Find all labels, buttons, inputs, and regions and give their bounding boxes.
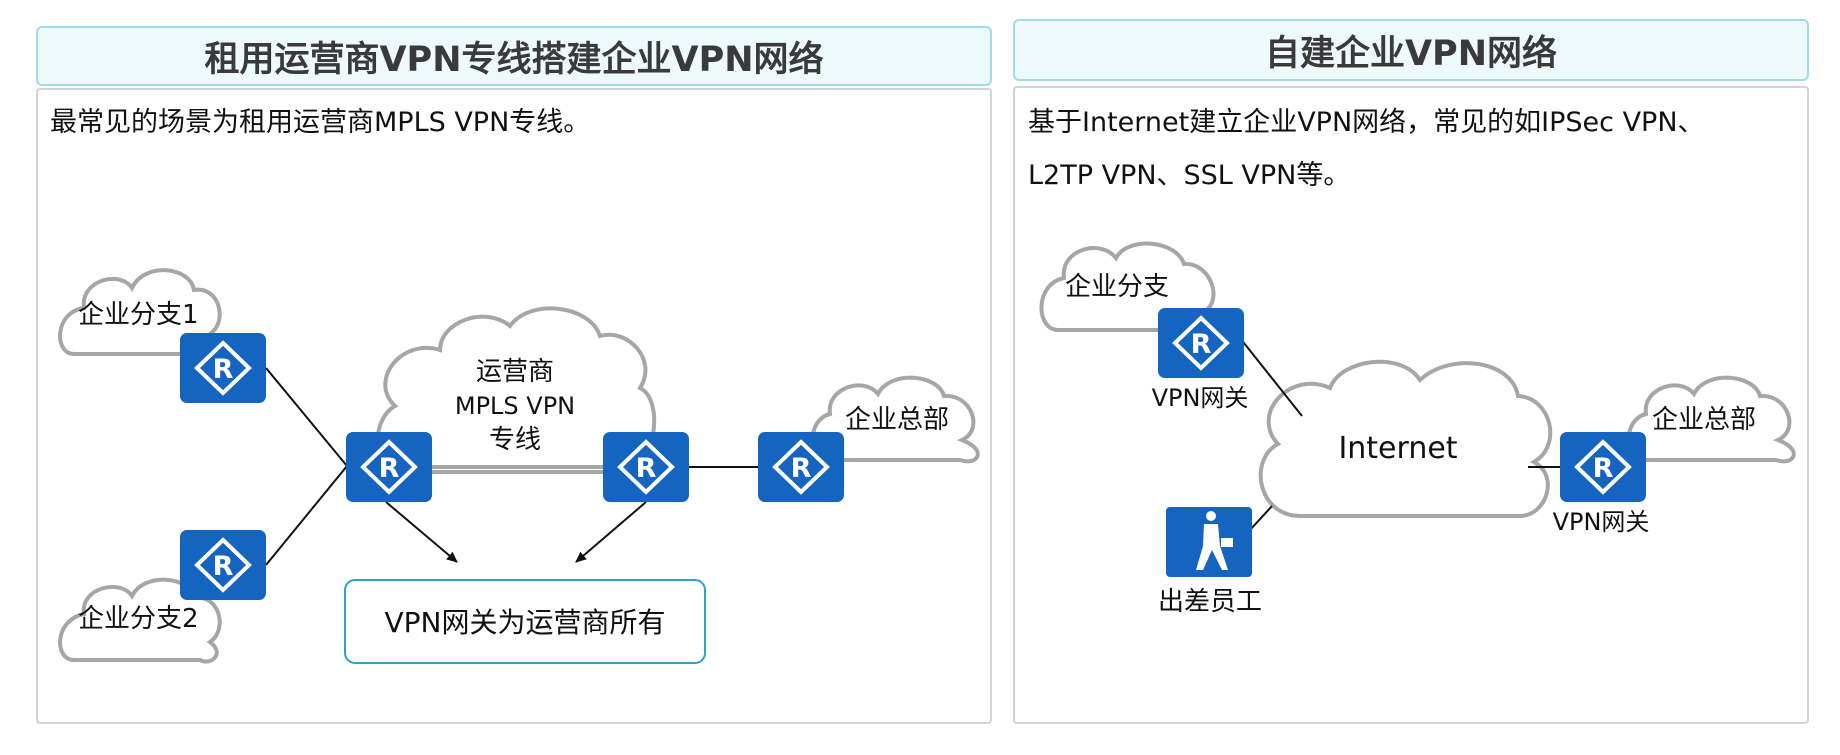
branch-label-right: 企业分支 [1065,272,1169,302]
branch2-label: 企业分支2 [78,604,199,634]
left-description: 最常见的场景为租用运营商MPLS VPN专线。 [50,107,591,138]
router-icon [601,430,691,504]
right-description-line2: L2TP VPN、SSL VPN等。 [1028,160,1351,191]
internet-label: Internet [1338,431,1457,466]
left-panel-header: 租用运营商VPN专线搭建企业VPN网络 [36,26,992,86]
arrow-left-pe [385,501,458,563]
link-branch-gw-internet [1239,337,1303,417]
branch2-cloud [58,577,222,664]
hq-cloud-right [1626,375,1796,464]
link-traveler-internet [1249,505,1273,531]
callout-text: VPN网关为运营商所有 [385,606,666,639]
traveler-label: 出差员工 [1158,587,1262,617]
router-icon [178,528,268,602]
branch1-label: 企业分支1 [78,300,199,330]
hq-label-left: 企业总部 [845,405,949,435]
link-branch2-pe [265,465,348,566]
right-panel-header: 自建企业VPN网络 [1013,19,1809,81]
gateway-label-left: VPN网关 [1152,384,1249,412]
callout-box [344,579,706,664]
internet-cloud [1258,359,1553,518]
link-branch1-pe [265,367,348,467]
carrier-label-line1: 运营商 [476,357,554,387]
carrier-label-line3: 专线 [489,425,541,455]
hq-label-right: 企业总部 [1652,405,1756,435]
left-panel-title: 租用运营商VPN专线搭建企业VPN网络 [204,39,824,80]
gateway-label-right: VPN网关 [1553,508,1650,536]
router-icon [1156,306,1246,380]
router-icon [178,331,268,405]
hq-cloud-left [810,375,980,464]
router-icon [344,430,434,504]
right-panel-title: 自建企业VPN网络 [1264,33,1558,74]
router-icon [756,430,846,504]
carrier-label-line2: MPLS VPN [455,392,575,420]
arrow-right-pe [575,501,647,563]
carrier-cloud [375,306,657,474]
business-traveler-icon [1166,507,1252,577]
router-icon [1558,430,1648,504]
right-description-line1: 基于Internet建立企业VPN网络，常见的如IPSec VPN、 [1028,107,1705,138]
